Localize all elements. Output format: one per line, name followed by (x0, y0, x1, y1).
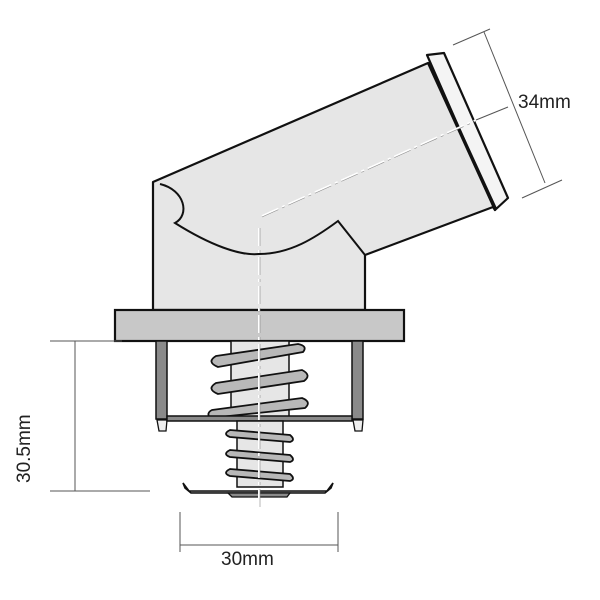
outlet-center-line (261, 119, 477, 217)
height-dimension-label: 30.5mm (14, 414, 35, 483)
height-dimension (50, 340, 150, 492)
right-leg-foot (352, 419, 364, 432)
left-leg-foot (156, 419, 168, 432)
outlet-dimension (452, 28, 563, 199)
outlet-center-line-shadow (261, 120, 477, 218)
section-break-line (159, 183, 366, 256)
valve-dimension-label: 30mm (221, 549, 274, 570)
valve-dimension (179, 512, 339, 552)
outlet-center-extension (475, 106, 509, 121)
outlet-hose-ring (425, 51, 510, 212)
outlet-dimension-label: 34mm (518, 92, 571, 113)
right-leg (351, 340, 364, 420)
left-leg (155, 340, 168, 420)
housing-body (151, 61, 497, 312)
outlet-ring-inner-line (428, 61, 497, 209)
